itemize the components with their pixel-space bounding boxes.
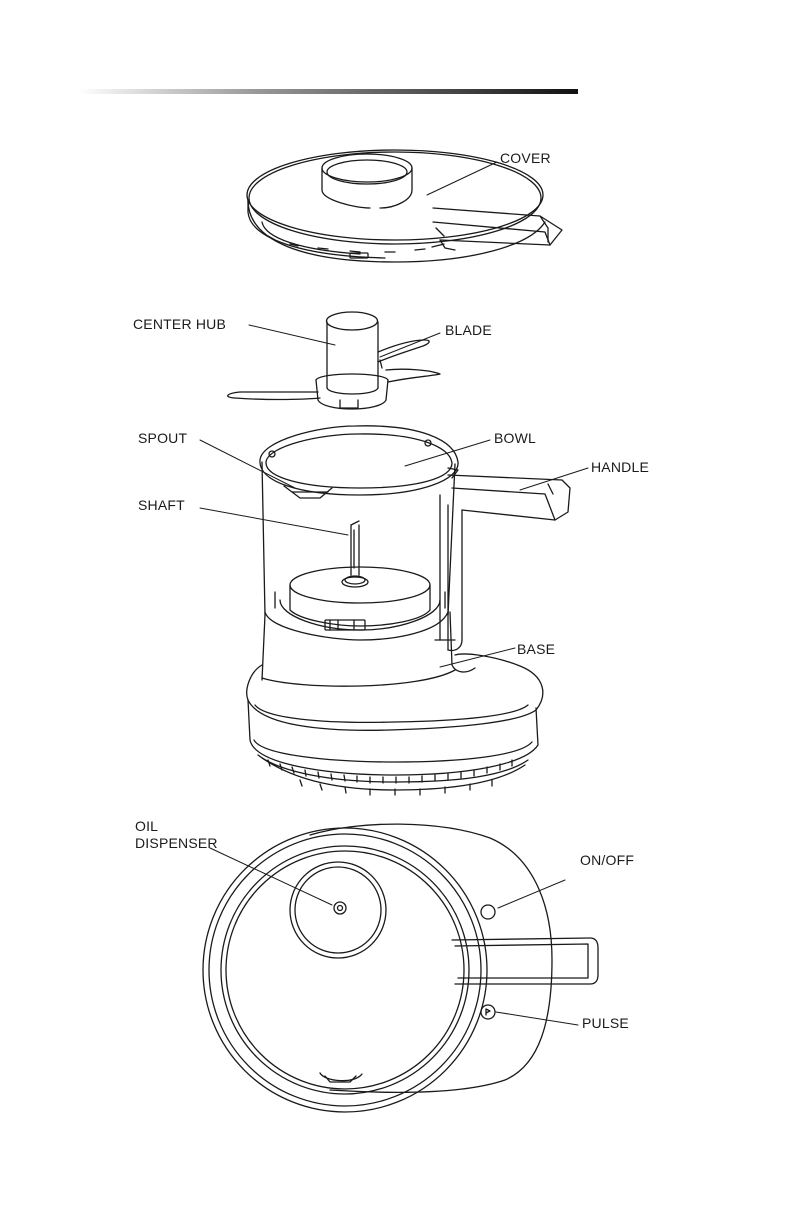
- label-bowl: BOWL: [494, 430, 536, 447]
- top-view: [203, 824, 598, 1112]
- label-oil-dispenser-line1: OIL: [135, 818, 218, 835]
- label-on-off: ON/OFF: [580, 852, 634, 869]
- header-rule: [78, 89, 578, 94]
- label-oil-dispenser: OIL DISPENSER: [135, 818, 218, 852]
- label-base: BASE: [517, 641, 555, 658]
- label-cover: COVER: [500, 150, 551, 167]
- label-oil-dispenser-line2: DISPENSER: [135, 835, 218, 852]
- label-shaft: SHAFT: [138, 497, 185, 514]
- base-part: [247, 612, 543, 795]
- label-blade: BLADE: [445, 322, 492, 339]
- blade-part: [228, 312, 440, 409]
- label-center-hub: CENTER HUB: [133, 316, 226, 333]
- label-pulse: PULSE: [582, 1015, 629, 1032]
- bowl-part: [260, 426, 570, 651]
- label-spout: SPOUT: [138, 430, 187, 447]
- leader-lines: [200, 162, 588, 1025]
- label-handle: HANDLE: [591, 459, 649, 476]
